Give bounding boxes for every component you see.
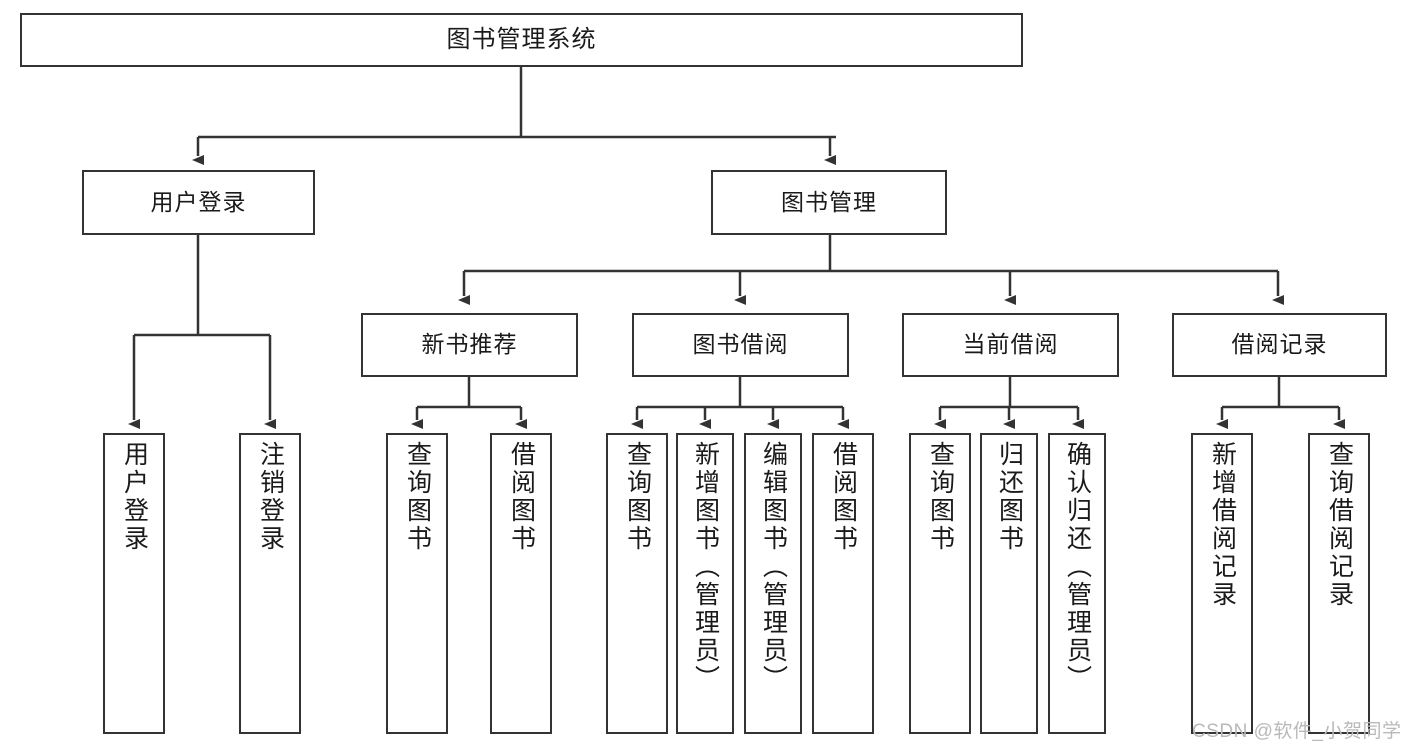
leaf-confirm-return-admin[interactable]: 确认归还（管理员） (1048, 433, 1106, 734)
leaf-new-book-borrow[interactable]: 借阅图书 (490, 433, 552, 734)
leaf-add-borrow-record[interactable]: 新增借阅记录 (1191, 433, 1253, 734)
node-label: 新增借阅记录 (1208, 441, 1237, 609)
node-label: 借阅图书 (829, 441, 858, 553)
node-label: 查询借阅记录 (1325, 441, 1354, 609)
node-label: 新书推荐 (421, 331, 518, 358)
node-label: 注销登录 (256, 441, 285, 553)
leaf-return-book[interactable]: 归还图书 (980, 433, 1038, 734)
node-label: 用户登录 (150, 188, 247, 215)
node-root-system[interactable]: 图书管理系统 (20, 13, 1023, 67)
node-label: 查询图书 (926, 441, 955, 553)
node-label: 借阅图书 (507, 441, 536, 553)
node-book-borrow[interactable]: 图书借阅 (632, 313, 849, 377)
leaf-current-query-book[interactable]: 查询图书 (909, 433, 971, 734)
node-borrow-record[interactable]: 借阅记录 (1172, 313, 1387, 377)
leaf-new-book-query[interactable]: 查询图书 (386, 433, 448, 734)
leaf-edit-book-admin[interactable]: 编辑图书（管理员） (744, 433, 802, 734)
node-label: 借阅记录 (1231, 331, 1328, 358)
node-label: 编辑图书（管理员） (759, 441, 788, 693)
node-user-login[interactable]: 用户登录 (82, 170, 315, 235)
node-new-book-recommend[interactable]: 新书推荐 (361, 313, 578, 377)
node-label: 图书借阅 (692, 331, 789, 358)
node-label: 当前借阅 (962, 331, 1059, 358)
node-current-borrow[interactable]: 当前借阅 (902, 313, 1119, 377)
node-label: 查询图书 (403, 441, 432, 553)
node-book-management[interactable]: 图书管理 (711, 170, 947, 235)
leaf-logout-login[interactable]: 注销登录 (239, 433, 301, 734)
node-label: 查询图书 (623, 441, 652, 553)
leaf-query-borrow-record[interactable]: 查询借阅记录 (1308, 433, 1370, 734)
node-label: 归还图书 (995, 441, 1024, 553)
node-label: 新增图书（管理员） (691, 441, 720, 693)
node-label: 用户登录 (120, 441, 149, 553)
node-label: 图书管理系统 (446, 25, 597, 53)
leaf-borrow-book[interactable]: 借阅图书 (812, 433, 874, 734)
leaf-add-book-admin[interactable]: 新增图书（管理员） (676, 433, 734, 734)
leaf-user-login[interactable]: 用户登录 (103, 433, 165, 734)
node-label: 确认归还（管理员） (1063, 441, 1092, 693)
node-label: 图书管理 (781, 188, 877, 215)
leaf-borrow-query-book[interactable]: 查询图书 (606, 433, 668, 734)
